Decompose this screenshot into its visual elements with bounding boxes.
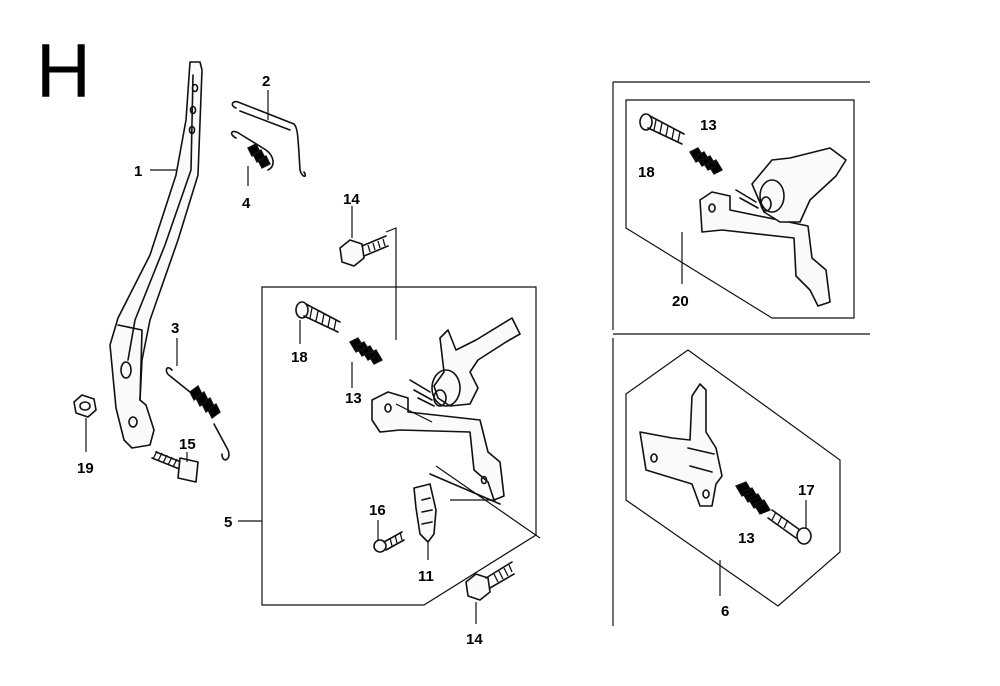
callout-13-center: 13 <box>345 390 362 407</box>
screw-17 <box>767 509 812 545</box>
callout-19: 19 <box>77 460 94 477</box>
assembly-5-frame <box>261 286 537 606</box>
callout-5: 5 <box>224 514 232 531</box>
control-base-upper <box>699 147 847 307</box>
flange-bolt-14-top <box>339 235 389 267</box>
callout-6: 6 <box>721 603 729 620</box>
callout-18-upper: 18 <box>638 164 655 181</box>
callout-18-center: 18 <box>291 349 308 366</box>
spring-13-lower <box>735 481 771 515</box>
section-letter: H <box>36 29 91 114</box>
spring-13-center <box>349 337 383 365</box>
callout-11: 11 <box>418 568 434 585</box>
screw-18-center <box>295 301 341 333</box>
screw-18-upper <box>639 113 685 145</box>
callout-17: 17 <box>798 482 815 499</box>
callout-3: 3 <box>171 320 179 337</box>
callout-14-top: 14 <box>343 191 360 208</box>
callout-14-bottom: 14 <box>466 631 483 648</box>
callout-2: 2 <box>262 73 270 90</box>
assembly-20-outline <box>625 99 855 319</box>
callout-13-upper: 13 <box>700 117 717 134</box>
flange-bolt-14-bottom <box>465 561 515 601</box>
callout-4: 4 <box>242 195 251 212</box>
wire-link-2 <box>231 100 307 178</box>
callout-16: 16 <box>369 502 386 519</box>
callout-1: 1 <box>134 163 142 180</box>
callout-15: 15 <box>179 436 196 453</box>
clip-11 <box>413 483 437 543</box>
bracket-6 <box>639 383 723 507</box>
return-spring-3 <box>165 367 230 461</box>
callout-20: 20 <box>672 293 689 310</box>
control-base-plate <box>371 317 521 505</box>
callout-13-lower: 13 <box>738 530 755 547</box>
spring-4 <box>230 130 274 171</box>
callout-labels: 1 2 3 4 5 6 11 13 13 13 14 14 15 16 17 1… <box>77 73 815 648</box>
screw-16 <box>373 531 405 553</box>
throttle-lever <box>109 61 203 449</box>
spring-13-upper <box>689 147 723 175</box>
assembly-6-outline <box>625 349 841 607</box>
bolt-15 <box>151 450 199 483</box>
nut-19 <box>73 394 97 418</box>
